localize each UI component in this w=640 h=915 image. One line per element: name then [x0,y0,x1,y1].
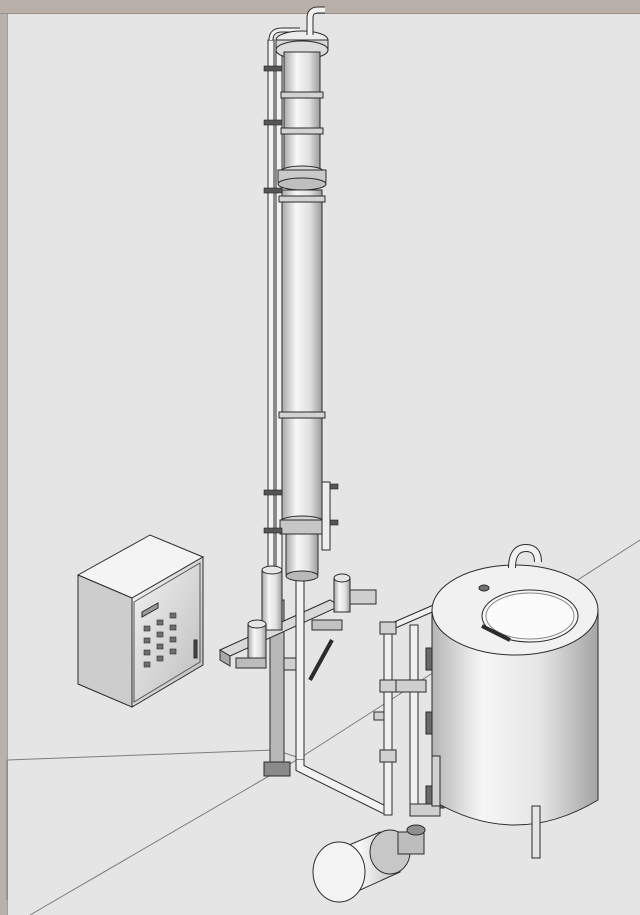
condenser-cooler [235,481,377,681]
column-upper-section [283,51,321,173]
pipe-clamps [263,65,339,534]
column-lower-section [281,189,323,521]
control-buttons [143,612,177,668]
storage-tank [431,543,599,859]
column [275,6,329,582]
pump [312,824,426,903]
control-cabinet [76,534,205,708]
